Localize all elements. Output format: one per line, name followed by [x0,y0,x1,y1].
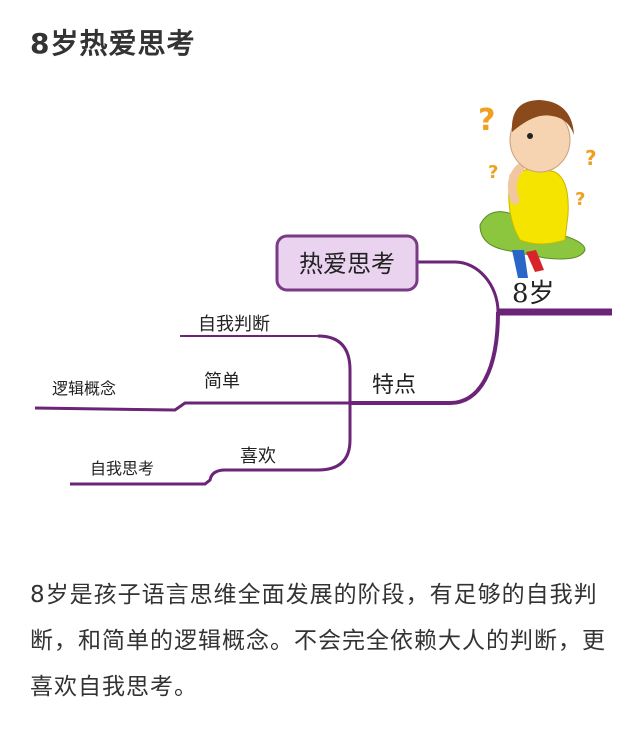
traits-spine [225,334,352,472]
simple-line [34,401,350,412]
traits-connector [350,311,500,405]
question-mark-icon: ? [488,162,498,183]
branch-label-traits: 特点 [372,373,416,398]
leaf-label-logic: 逻辑概念 [52,379,116,398]
page-title: 8岁热爱思考 [30,27,196,60]
question-mark-icon: ? [585,146,597,170]
theme-box [275,234,419,292]
thinking-boy-illustration: ? ? ? ? [478,100,597,278]
like-line [70,468,226,486]
leaf-label-judgment: 自我判断 [198,314,270,335]
description-paragraph: 8岁是孩子语言思维全面发展的阶段，有足够的自我判断，和简单的逻辑概念。不会完全依… [30,582,606,700]
mind-map: 热爱思考 8岁 特点 自我判断 简单 逻辑概念 喜欢 自我思考 ? ? ? ? [34,100,612,486]
question-mark-icon: ? [478,103,495,138]
theme-connector [415,260,500,313]
leaf-label-self-thinking: 自我思考 [90,459,154,478]
root-label: 8岁 [512,279,555,309]
question-mark-icon: ? [575,189,585,210]
sub-branch-label-like: 喜欢 [240,446,276,467]
theme-box-label: 热爱思考 [299,250,395,278]
sub-branch-label-simple: 简单 [204,371,240,392]
